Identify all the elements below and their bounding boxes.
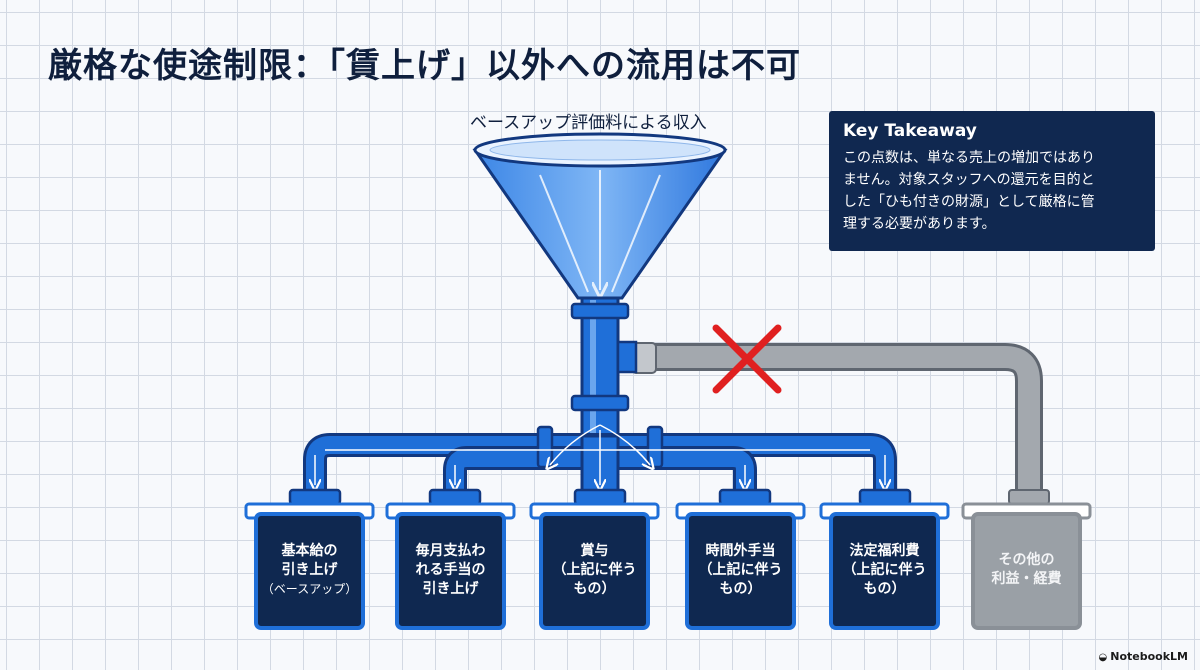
funnel-label: ベースアップ評価料による収入 <box>470 113 707 133</box>
cross-icon <box>712 324 782 394</box>
main-pipe <box>570 296 638 440</box>
box-label: 法定福利費 <box>849 542 920 559</box>
box-label: 賞与 <box>580 542 609 559</box>
box-label: その他の <box>998 552 1055 568</box>
box-label: （上記に伴う <box>842 561 927 578</box>
takeaway-line: した「ひも付きの財源」として厳格に管 <box>843 194 1095 210</box>
box-label: 毎月支払わ <box>415 542 486 559</box>
notebooklm-icon: ◒ <box>1098 652 1108 663</box>
box-label: （上記に伴う <box>698 561 783 578</box>
box-label: もの） <box>573 580 616 597</box>
allocation-box-base-salary: 基本給の 引き上げ （ベースアップ） <box>257 518 362 622</box>
page-title: 厳格な使途制限：「賃上げ」以外への流用は不可 <box>48 46 801 86</box>
takeaway-line: 理する必要があります。 <box>843 216 996 232</box>
key-takeaway-panel: Key Takeaway この点数は、単なる売上の増加ではあり ません。対象スタ… <box>829 111 1155 251</box>
takeaway-line: ません。対象スタッフへの還元を目的と <box>843 172 1095 188</box>
takeaway-body: この点数は、単なる売上の増加ではあり ません。対象スタッフへの還元を目的と した… <box>843 147 1141 235</box>
box-label: 時間外手当 <box>705 542 776 559</box>
allocation-box-other-blocked: その他の 利益・経費 <box>974 518 1079 622</box>
allocation-box-overtime: 時間外手当 （上記に伴う もの） <box>688 518 793 622</box>
allocation-box-welfare: 法定福利費 （上記に伴う もの） <box>832 518 937 622</box>
box-label: 利益・経費 <box>991 571 1062 587</box>
funnel-icon <box>472 132 728 300</box>
box-label: （上記に伴う <box>552 561 637 578</box>
containers <box>244 502 1092 630</box>
brand-name: NotebookLM <box>1110 650 1188 663</box>
box-label: 引き上げ <box>281 561 338 578</box>
box-label: れる手当の <box>415 561 486 578</box>
takeaway-line: この点数は、単なる売上の増加ではあり <box>843 150 1095 166</box>
blocked-pipe <box>631 342 1050 505</box>
allocation-box-bonus: 賞与 （上記に伴う もの） <box>542 518 647 622</box>
box-label: 基本給の <box>281 542 338 559</box>
brand-logo: ◒NotebookLM <box>1099 650 1188 663</box>
allocation-box-monthly-allowance: 毎月支払わ れる手当の 引き上げ <box>398 518 503 622</box>
box-label: もの） <box>719 580 762 597</box>
box-label: 引き上げ <box>422 580 479 597</box>
box-label: もの） <box>863 580 906 597</box>
distribution-pipe <box>303 424 897 498</box>
box-label: （ベースアップ） <box>261 581 358 596</box>
box-flanges <box>288 488 912 506</box>
takeaway-heading: Key Takeaway <box>843 121 977 141</box>
